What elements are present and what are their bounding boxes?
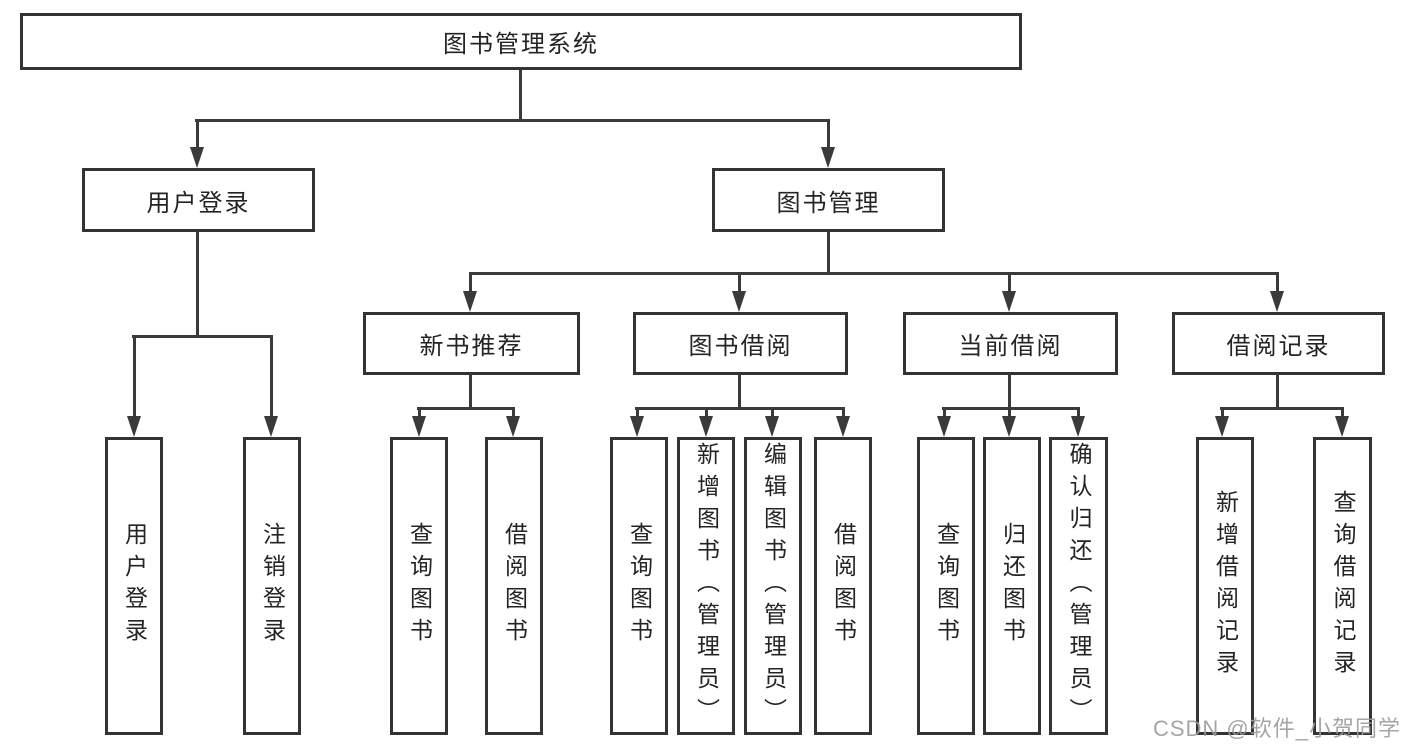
arrow-down-icon: [1215, 416, 1229, 437]
node-label: 图书管理系统: [443, 31, 599, 58]
arrow-down-icon: [1270, 291, 1284, 312]
leaf-add-borrow-record: 新增借阅记录: [1196, 437, 1254, 735]
connector-rail-borrowing: [635, 407, 845, 410]
arrow-down-icon: [1071, 416, 1085, 437]
connector-drop: [1077, 407, 1080, 418]
node-current-borrowing: 当前借阅: [903, 312, 1118, 375]
leaf-user-login: 用户登录: [105, 437, 163, 735]
leaf-label: 查询图书: [626, 522, 653, 650]
arrow-down-icon: [264, 416, 278, 437]
connector-drop: [738, 272, 741, 293]
connector-stem-new-book: [469, 374, 472, 407]
node-book-borrowing: 图书借阅: [633, 312, 848, 375]
node-user-login-group: 用户登录: [82, 168, 315, 232]
leaf-return-books: 归还图书: [983, 437, 1041, 735]
connector-drop: [512, 407, 515, 418]
leaf-query-books-borrowing: 查询图书: [610, 437, 668, 735]
leaf-edit-books-admin: 编辑图书（管理员）: [744, 437, 802, 735]
leaf-label: 用户登录: [121, 522, 148, 650]
connector-drop: [1221, 407, 1224, 418]
arrow-down-icon: [821, 147, 835, 168]
connector-stem-user-login: [196, 232, 199, 335]
connector-drop: [133, 335, 136, 418]
node-library-system: 图书管理系统: [20, 13, 1022, 70]
csdn-watermark: CSDN @软件_小贺同学: [1152, 716, 1401, 741]
leaf-label: 查询图书: [933, 522, 960, 650]
node-label: 用户登录: [146, 189, 251, 217]
connector-drop: [705, 407, 708, 418]
connector-rail-records: [1220, 407, 1344, 410]
leaf-label: 归还图书: [999, 522, 1026, 650]
arrow-down-icon: [765, 416, 779, 437]
node-label: 图书管理: [776, 189, 881, 217]
arrow-down-icon: [699, 416, 713, 437]
connector-rail-new-book: [417, 407, 515, 410]
node-label: 新书推荐: [419, 333, 524, 360]
connector-rail-user-login: [132, 335, 273, 338]
arrow-down-icon: [630, 416, 644, 437]
leaf-label: 注销登录: [259, 522, 286, 650]
arrow-down-icon: [412, 416, 426, 437]
leaf-label: 借阅图书: [501, 522, 528, 650]
arrow-down-icon: [127, 416, 141, 437]
connector-stem-book-mgmt: [827, 232, 830, 272]
connector-drop: [469, 272, 472, 293]
leaf-query-borrow-record: 查询借阅记录: [1313, 437, 1372, 735]
leaf-label: 编辑图书（管理员）: [760, 442, 787, 730]
leaf-label: 新增借阅记录: [1212, 490, 1239, 682]
connector-drop: [1008, 272, 1011, 293]
leaf-confirm-return-admin: 确认归还（管理员）: [1049, 437, 1108, 735]
node-book-management: 图书管理: [712, 168, 945, 232]
connector-stem-current: [1008, 374, 1011, 407]
leaf-add-books-admin: 新增图书（管理员）: [677, 437, 735, 735]
node-label: 借阅记录: [1226, 333, 1331, 360]
leaf-label: 查询图书: [406, 522, 433, 650]
arrow-down-icon: [190, 147, 204, 168]
connector-drop: [270, 335, 273, 418]
arrow-down-icon: [1335, 416, 1349, 437]
node-label: 图书借阅: [688, 333, 793, 360]
leaf-borrow-books: 借阅图书: [814, 437, 872, 735]
leaf-logout: 注销登录: [243, 437, 301, 735]
connector-stem-root: [519, 69, 522, 119]
connector-drop: [842, 407, 845, 418]
arrow-down-icon: [1002, 291, 1016, 312]
connector-drop: [827, 119, 830, 149]
node-label: 当前借阅: [958, 333, 1063, 360]
connector-rail-level2: [195, 119, 830, 122]
arrow-down-icon: [836, 416, 850, 437]
arrow-down-icon: [937, 416, 951, 437]
connector-drop: [196, 119, 199, 149]
connector-drop: [771, 407, 774, 418]
connector-drop: [636, 407, 639, 418]
node-borrow-records: 借阅记录: [1172, 312, 1385, 375]
arrow-down-icon: [1002, 416, 1016, 437]
connector-drop: [1276, 272, 1279, 293]
leaf-label: 确认归还（管理员）: [1066, 442, 1092, 730]
arrow-down-icon: [732, 291, 746, 312]
leaf-label: 借阅图书: [830, 522, 857, 650]
connector-drop: [418, 407, 421, 418]
connector-drop: [1008, 407, 1011, 418]
leaf-label: 查询借阅记录: [1330, 490, 1356, 682]
node-new-book-recommend: 新书推荐: [363, 312, 580, 375]
connector-rail-current: [942, 407, 1080, 410]
leaf-borrow-books-recommend: 借阅图书: [485, 437, 543, 735]
connector-drop: [1341, 407, 1344, 418]
connector-stem-records: [1276, 374, 1279, 407]
leaf-query-books-recommend: 查询图书: [390, 437, 448, 735]
connector-drop: [943, 407, 946, 418]
connector-stem-borrowing: [738, 374, 741, 407]
arrow-down-icon: [463, 291, 477, 312]
arrow-down-icon: [506, 416, 520, 437]
leaf-label: 新增图书（管理员）: [693, 442, 720, 730]
connector-rail-book-mgmt: [469, 272, 1279, 275]
leaf-query-books-current: 查询图书: [917, 437, 975, 735]
